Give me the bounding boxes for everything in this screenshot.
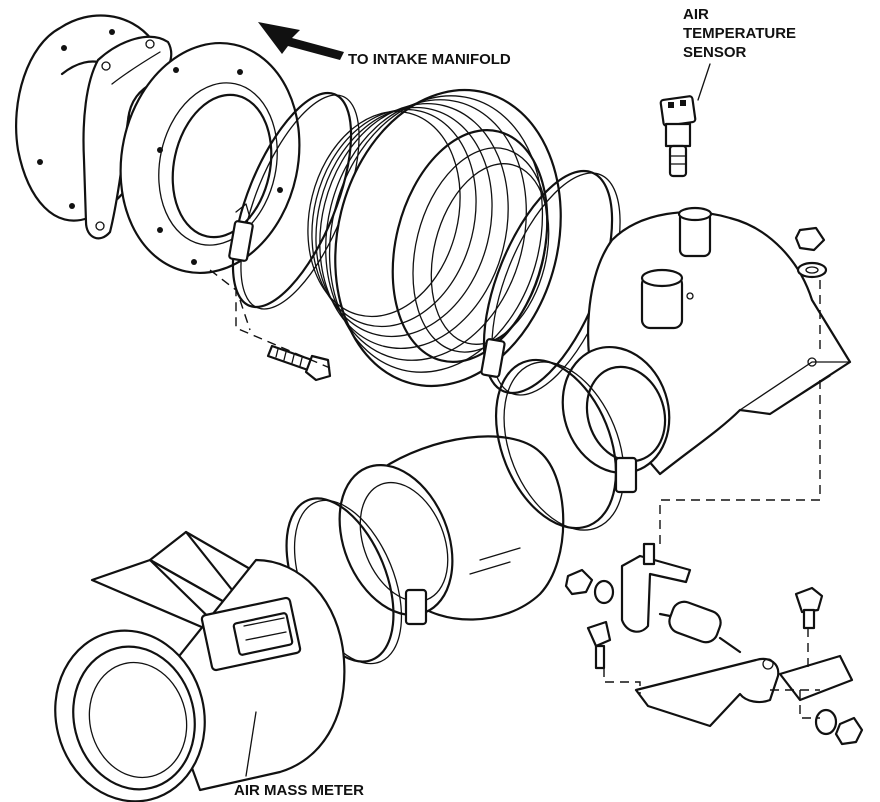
alignment-lines [209,269,821,719]
air-temperature-sensor [659,95,697,178]
air-duct-hose [338,435,565,621]
mounting-bracket [620,542,854,728]
bolts [794,586,824,630]
hose-clamp [285,497,428,665]
bolts [266,344,332,382]
label-to-intake-manifold: TO INTAKE MANIFOLD [348,51,511,68]
adapter-ring [119,41,301,275]
label-air-temperature-sensor-line1: AIR [683,6,709,23]
rubber-mount [586,600,742,670]
bellows-hose [307,88,562,388]
air-mass-meter [54,530,346,802]
throttle-housing [561,206,852,476]
label-air-temperature-sensor-line2: TEMPERATURE [683,25,796,42]
label-air-temperature-sensor-line3: SENSOR [683,44,747,61]
label-air-mass-meter: AIR MASS METER [234,782,364,799]
nuts-and-washers [564,226,864,746]
hose-clamp [494,358,638,531]
intake-direction-arrow [258,22,344,60]
sensor-leader-line [697,63,711,101]
